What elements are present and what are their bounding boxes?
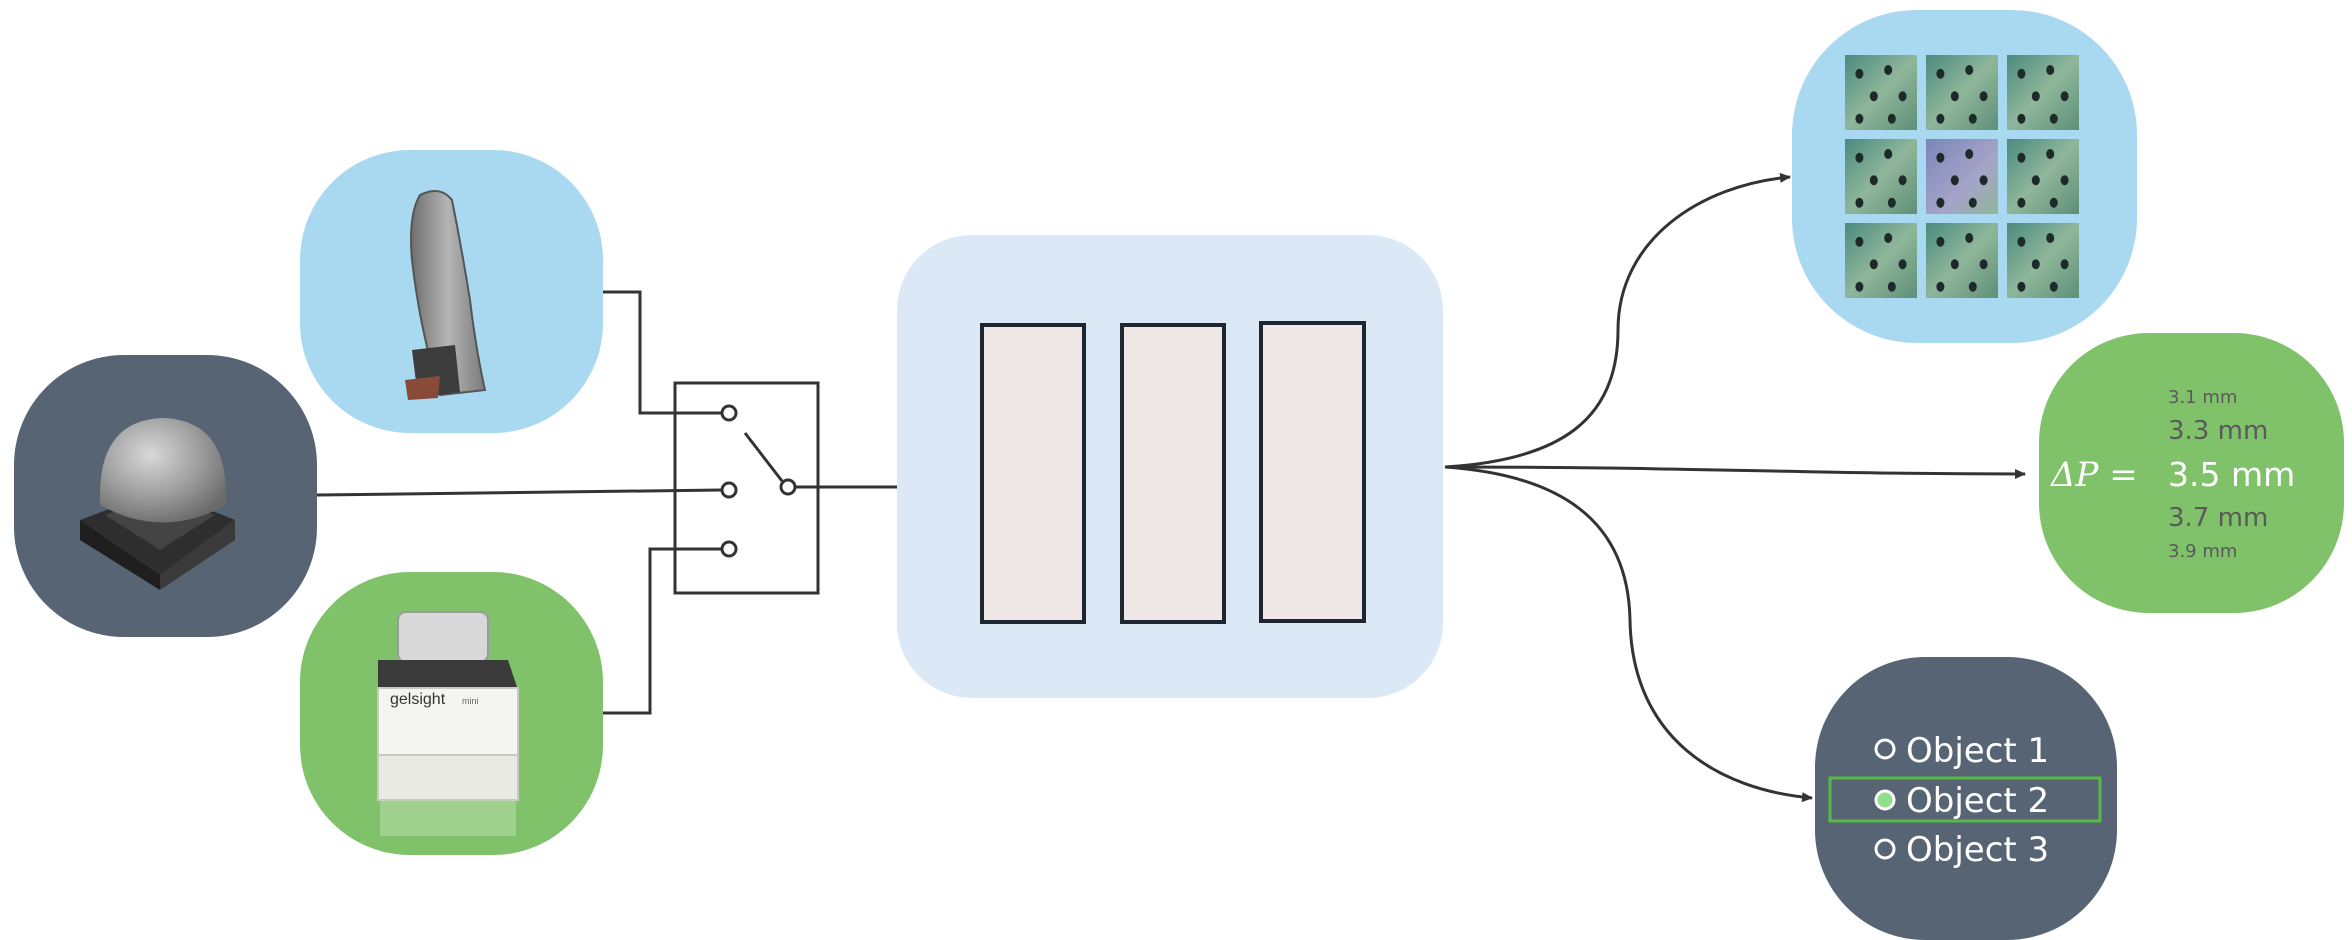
- input-sensor-gelsight: gelsight mini: [300, 572, 603, 855]
- tactile-marker-dot: [1898, 91, 1907, 102]
- regression-value-1: 3.1 mm: [2168, 387, 2237, 408]
- tactile-marker-dot: [1968, 113, 1977, 124]
- tactile-marker-dot: [2017, 113, 2026, 124]
- regression-value-5: 3.9 mm: [2168, 541, 2237, 562]
- object-2-radio: [1874, 789, 1896, 811]
- tactile-marker-dot: [1855, 236, 1864, 247]
- finger-sensor-icon: [405, 190, 487, 400]
- model-block-2: [1120, 323, 1226, 624]
- tactile-marker-dot: [1855, 281, 1864, 292]
- regression-badge: [2039, 333, 2344, 613]
- tactile-marker-dot: [1898, 175, 1907, 186]
- tactile-marker-dot: [2017, 236, 2026, 247]
- switch-lever: [743, 432, 784, 482]
- tactile-marker-dot: [1965, 233, 1974, 243]
- tactile-marker-dot: [1965, 149, 1974, 159]
- tactile-marker-dot: [2046, 233, 2055, 243]
- regression-value-4: 3.7 mm: [2168, 503, 2268, 533]
- connector-dome-to-switch: [316, 488, 723, 497]
- tactile-marker-dot: [2060, 91, 2069, 102]
- tactile-marker-dot: [2017, 197, 2026, 208]
- tactile-marker-dot: [1887, 281, 1896, 292]
- regression-value-2: 3.3 mm: [2168, 416, 2268, 446]
- tactile-marker-dot: [1965, 65, 1974, 75]
- switch-terminal-3: [720, 540, 738, 558]
- input-sensor-dome: [14, 355, 317, 637]
- output-classification: Object 1 Object 2 Object 3: [1815, 657, 2117, 940]
- tactile-marker-dot: [1979, 259, 1988, 270]
- delta-p-symbol: ΔP =: [2049, 455, 2138, 495]
- tactile-marker-dot: [2017, 281, 2026, 292]
- input-sensor-finger: [300, 150, 603, 433]
- tactile-marker-dot: [1968, 281, 1977, 292]
- tactile-marker-dot: [1936, 152, 1945, 163]
- tactile-marker-dot: [1855, 197, 1864, 208]
- tactile-marker-dot: [2049, 113, 2058, 124]
- dome-sensor-icon: [80, 418, 235, 590]
- tactile-marker-dot: [2031, 175, 2040, 186]
- tactile-marker-dot: [1936, 197, 1945, 208]
- gelsight-brand-label: gelsight: [390, 691, 446, 708]
- tactile-image-grid: [1845, 55, 2079, 298]
- tactile-marker-dot: [1950, 259, 1959, 270]
- tactile-marker-dot: [2017, 68, 2026, 79]
- tactile-marker-dot: [1950, 175, 1959, 186]
- gelsight-mini-sensor-icon: gelsight mini: [377, 611, 519, 836]
- regression-value-3: 3.5 mm: [2168, 455, 2295, 494]
- switch-terminal-1: [720, 404, 738, 422]
- selected-object-highlight: [1828, 776, 2102, 823]
- switch-terminal-2: [720, 481, 738, 499]
- tactile-marker-dot: [1936, 236, 1945, 247]
- tactile-marker-dot: [1936, 68, 1945, 79]
- tactile-marker-dot: [1887, 113, 1896, 124]
- tactile-marker-dot: [2060, 259, 2069, 270]
- output-regression: ΔP = 3.1 mm 3.3 mm 3.5 mm 3.7 mm 3.9 mm: [2039, 333, 2344, 613]
- tactile-marker-dot: [2046, 65, 2055, 75]
- arrow-to-tactile-grid: [1444, 172, 1791, 469]
- tactile-marker-dot: [2031, 91, 2040, 102]
- model-block-1: [980, 323, 1086, 624]
- tactile-marker-dot: [1898, 259, 1907, 270]
- object-2-label: Object 2: [1906, 781, 2049, 821]
- tactile-marker-dot: [2017, 152, 2026, 163]
- tactile-marker-dot: [2049, 281, 2058, 292]
- tactile-marker-dot: [1869, 91, 1878, 102]
- model-panel: [897, 235, 1443, 698]
- connector-gelsight-to-switch: [603, 547, 722, 715]
- tactile-marker-dot: [1979, 175, 1988, 186]
- tactile-marker-dot: [2060, 175, 2069, 186]
- tactile-marker-dot: [1979, 91, 1988, 102]
- tactile-marker-dot: [1968, 197, 1977, 208]
- tactile-marker-dot: [2046, 149, 2055, 159]
- tactile-marker-dot: [1887, 197, 1896, 208]
- output-tactile-grid: [1792, 10, 2137, 343]
- input-selector-switch: [673, 381, 820, 595]
- arrow-to-regression: [1444, 465, 2026, 479]
- tactile-marker-dot: [1855, 113, 1864, 124]
- arrow-to-classification: [1444, 465, 1813, 803]
- model-block-3: [1259, 321, 1366, 623]
- tactile-marker-dot: [1884, 65, 1893, 75]
- tactile-marker-dot: [1869, 259, 1878, 270]
- tactile-marker-dot: [1950, 91, 1959, 102]
- tactile-marker-dot: [2049, 197, 2058, 208]
- tactile-marker-dot: [1936, 281, 1945, 292]
- tactile-marker-dot: [1855, 152, 1864, 163]
- object-1-radio: [1874, 738, 1896, 760]
- connector-finger-to-switch: [603, 290, 722, 415]
- switch-common-terminal: [779, 478, 797, 496]
- tactile-marker-dot: [1869, 175, 1878, 186]
- object-3-label: Object 3: [1906, 830, 2049, 870]
- tactile-marker-dot: [1855, 68, 1864, 79]
- tactile-marker-dot: [1884, 233, 1893, 243]
- gelsight-brand-sub-label: mini: [462, 696, 479, 706]
- classification-badge: [1815, 657, 2117, 940]
- tactile-marker-dot: [1936, 113, 1945, 124]
- object-3-radio: [1874, 838, 1896, 860]
- tactile-marker-dot: [2031, 259, 2040, 270]
- tactile-marker-dot: [1884, 149, 1893, 159]
- object-1-label: Object 1: [1906, 731, 2049, 771]
